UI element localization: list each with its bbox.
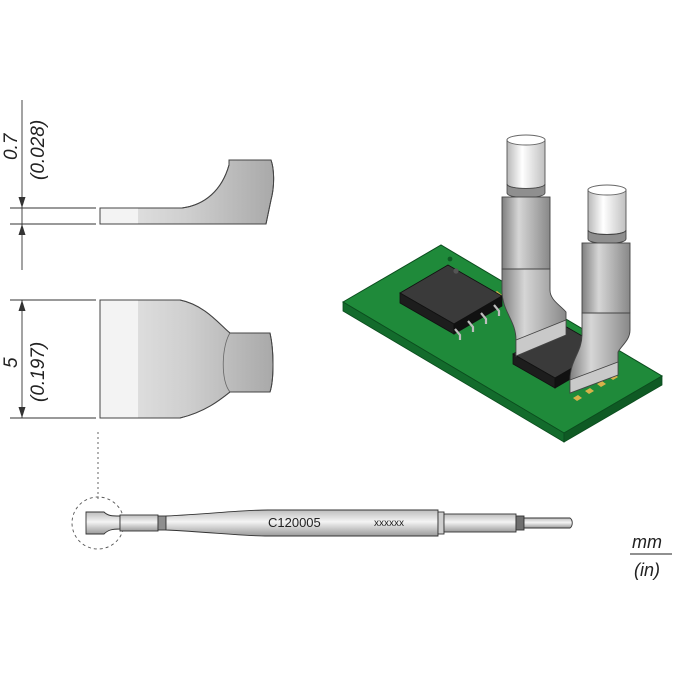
tip-on-board-left <box>501 134 567 357</box>
width-dimension: 5 (0.197) <box>1 299 96 419</box>
units-legend: mm (in) <box>630 532 672 580</box>
thickness-dimension: 0.7 (0.028) <box>1 100 96 270</box>
units-mm-label: mm <box>632 532 662 552</box>
tip-on-board-right <box>569 184 631 394</box>
serial-label: xxxxxx <box>374 518 404 529</box>
width-in-label: (0.197) <box>28 342 49 402</box>
part-number-label: C120005 <box>268 515 321 530</box>
tip-front-view <box>99 299 274 419</box>
tip-side-profile <box>99 159 275 225</box>
thickness-mm-label: 0.7 <box>1 132 22 160</box>
units-in-label: (in) <box>634 560 660 580</box>
left-ic-chip <box>399 264 503 340</box>
thickness-in-label: (0.028) <box>28 120 49 180</box>
full-tip-drawing: C120005 xxxxxx <box>71 496 573 550</box>
width-mm-label: 5 <box>1 357 22 368</box>
pcb-illustration <box>342 134 663 443</box>
